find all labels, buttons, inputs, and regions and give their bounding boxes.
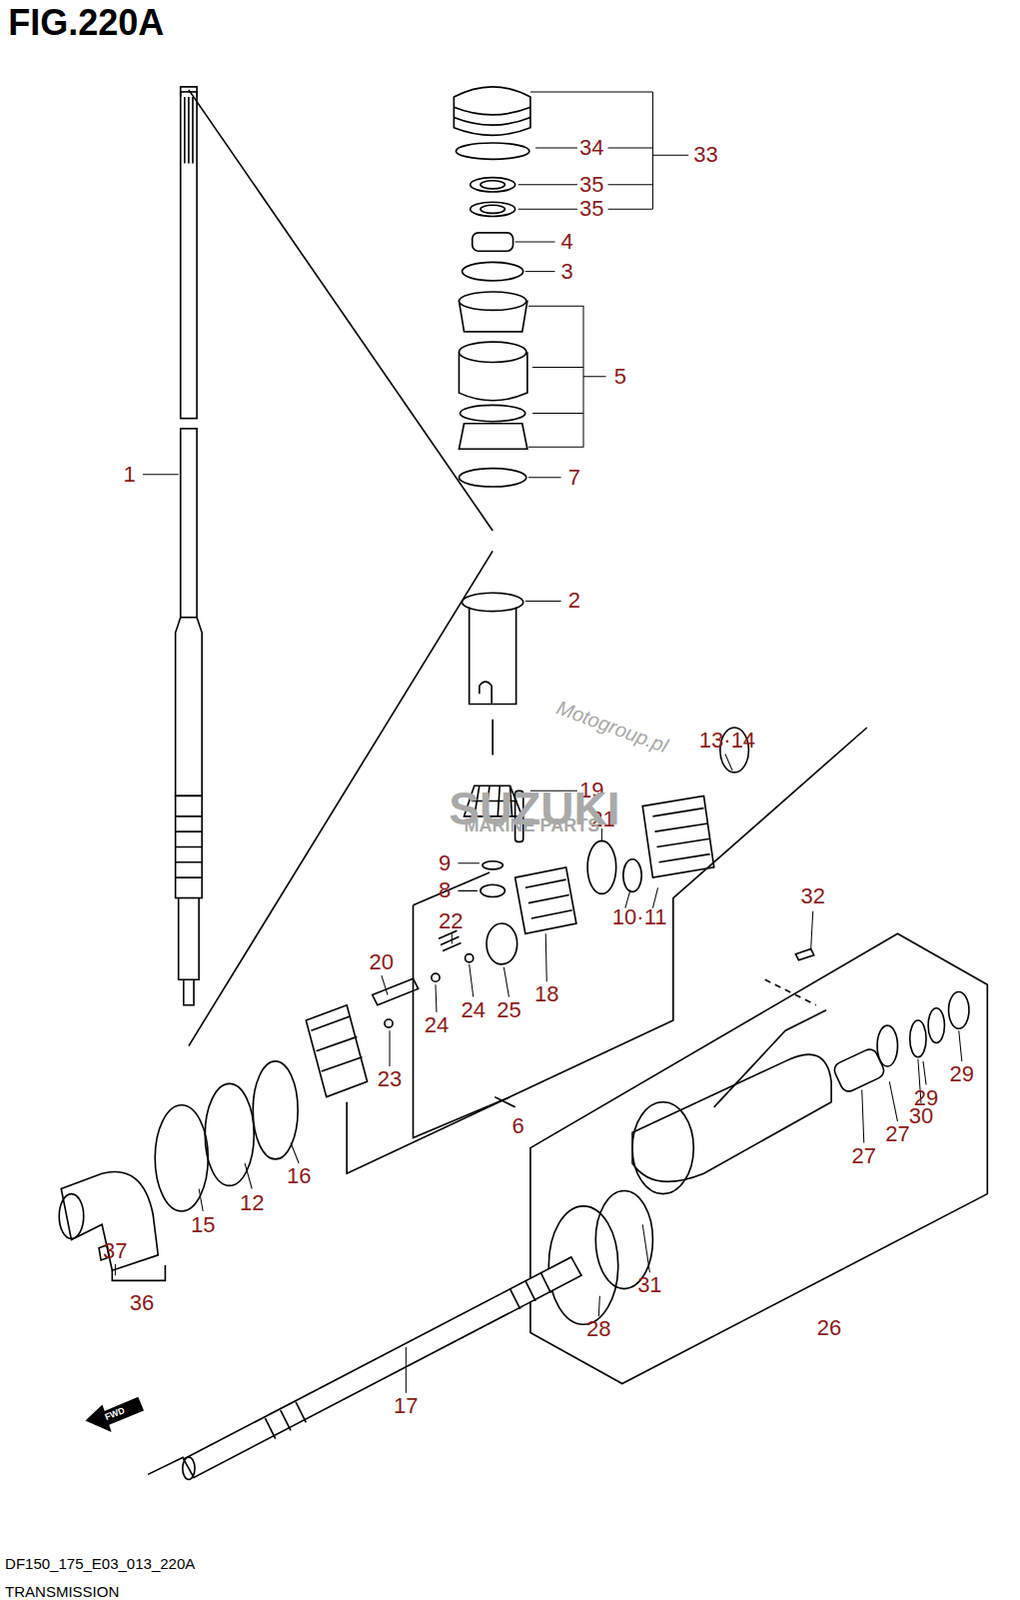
callout-number: 26: [817, 1316, 842, 1339]
callout-number: 13·14: [699, 729, 756, 752]
callout-number: 20: [369, 951, 394, 974]
figure-caption: TRANSMISSION: [4, 1583, 119, 1599]
callout-number: 16: [286, 1164, 311, 1187]
callout-number: 6: [512, 1114, 525, 1137]
callout-number: 12: [239, 1191, 264, 1214]
callout-number: 24: [424, 1014, 449, 1036]
callout-number: 37: [102, 1239, 127, 1262]
callout-number: 28: [586, 1317, 611, 1340]
callout-number: 15: [190, 1213, 215, 1236]
callout-number: 17: [393, 1394, 418, 1417]
callout-number: 5: [614, 365, 627, 388]
callout-number: 22: [438, 910, 463, 933]
callout-number: 29: [950, 1062, 975, 1085]
callout-number: 27: [852, 1144, 877, 1167]
callout-number: 31: [637, 1273, 662, 1296]
callout-number: 30: [909, 1104, 934, 1127]
callout-number: 4: [561, 230, 574, 253]
callout-number: 35: [579, 197, 604, 220]
callout-number: 34: [579, 136, 604, 159]
callout-number: 33: [693, 143, 718, 166]
callout-number: 23: [377, 1067, 402, 1090]
callout-number: 35: [579, 173, 604, 196]
figure-code: DF150_175_E03_013_220A: [4, 1555, 195, 1571]
watermark: Motogroup.pl: [553, 697, 671, 757]
callout-number: 1: [123, 463, 136, 486]
callout-number: 3: [561, 260, 574, 283]
callout-number: 25: [496, 999, 521, 1021]
callout-number: 10·11: [612, 906, 668, 929]
callout-number: 2: [568, 589, 581, 612]
callout-number: 18: [534, 983, 559, 1006]
callout-number: 27: [885, 1122, 910, 1145]
figure-title: FIG.220A: [7, 4, 164, 41]
callout-number: 24: [460, 999, 485, 1021]
callout-number: 36: [129, 1291, 154, 1314]
callout-number: 7: [568, 466, 581, 489]
callout-number: 32: [800, 885, 825, 908]
watermark: MARINE PARTS: [464, 816, 601, 835]
callout-number: 9: [438, 852, 451, 875]
callout-number: 8: [438, 879, 451, 902]
